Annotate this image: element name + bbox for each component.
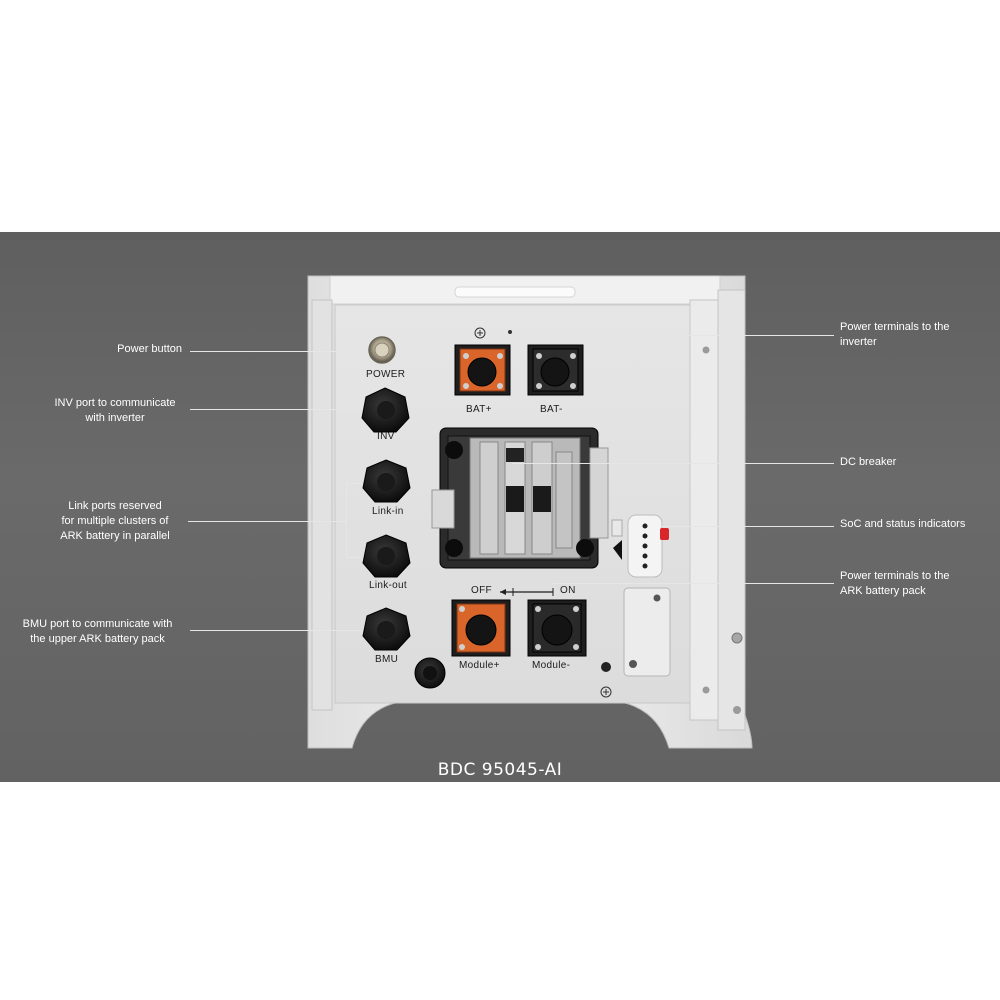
leader-inverter-terminals [512,335,834,336]
bmu-port-icon [363,608,410,650]
power-label: POWER [366,369,405,380]
vent-plug-icon [415,658,445,688]
leader-link-ports [188,521,346,522]
bat-positive-label: BAT+ [466,404,492,415]
bmu-label: BMU [375,654,398,665]
power-button [369,337,395,363]
callout-battery-terminals: Power terminals to the ARK battery pack [840,569,990,599]
on-label: ON [560,585,576,596]
module-positive-label: Module+ [459,660,500,671]
leader-link-ports-bracket [346,483,347,558]
callout-power-button: Power button [60,342,182,357]
off-label: OFF [471,585,492,596]
callout-soc-indicators: SoC and status indicators [840,517,995,532]
link-out-port-icon [363,535,410,577]
link-in-port-icon [363,460,410,502]
module-negative-label: Module- [532,660,570,671]
leader-inv-port [190,409,360,410]
housing-right-rail [690,300,718,720]
model-label: BDC 95045-AI [0,760,1000,780]
module-positive-terminal [452,600,510,656]
bat-negative-terminal [528,345,583,395]
callout-inv-port: INV port to communicate with inverter [30,396,200,426]
dc-breaker [432,428,608,568]
link-out-label: Link-out [369,580,407,591]
callout-dc-breaker: DC breaker [840,455,990,470]
leader-bmu-port [190,630,362,631]
leader-power-button [190,351,366,352]
bat-negative-label: BAT- [540,404,563,415]
module-negative-terminal [528,600,586,656]
callout-inverter-terminals: Power terminals to the inverter [840,320,990,350]
link-in-label: Link-in [372,506,404,517]
inv-label: INV [377,431,395,442]
callout-link-ports: Link ports reserved for multiple cluster… [40,499,190,544]
housing-left-rail [312,300,332,710]
leader-dc-breaker [512,463,834,464]
leader-battery-terminals [553,583,834,584]
cover-plate [624,588,670,676]
callout-bmu-port: BMU port to communicate with the upper A… [5,617,190,647]
leader-soc-indicators [662,526,834,527]
bat-positive-terminal [455,345,510,395]
